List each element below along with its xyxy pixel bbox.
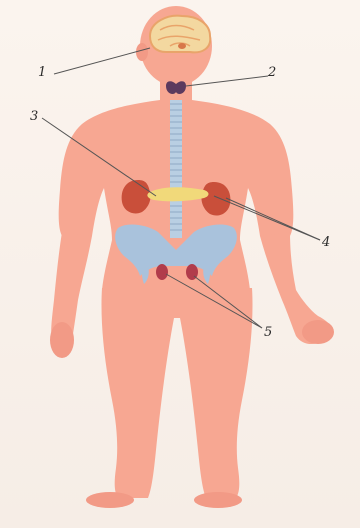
left-foot — [86, 492, 134, 508]
left-hand — [50, 322, 74, 358]
label-3: 3 — [30, 110, 38, 123]
label-1: 1 — [38, 66, 46, 79]
label-5: 5 — [264, 326, 272, 339]
pituitary-gland — [178, 43, 186, 49]
right-foot — [194, 492, 242, 508]
brain-organ — [150, 16, 210, 53]
label-2: 2 — [268, 66, 276, 79]
leader-line-2 — [186, 76, 268, 86]
left-gonad — [156, 264, 168, 280]
legs — [101, 288, 252, 498]
label-4: 4 — [322, 236, 330, 249]
ear — [136, 43, 148, 61]
leader-line-1 — [54, 48, 150, 74]
spine — [170, 100, 182, 238]
right-hand — [302, 320, 334, 344]
